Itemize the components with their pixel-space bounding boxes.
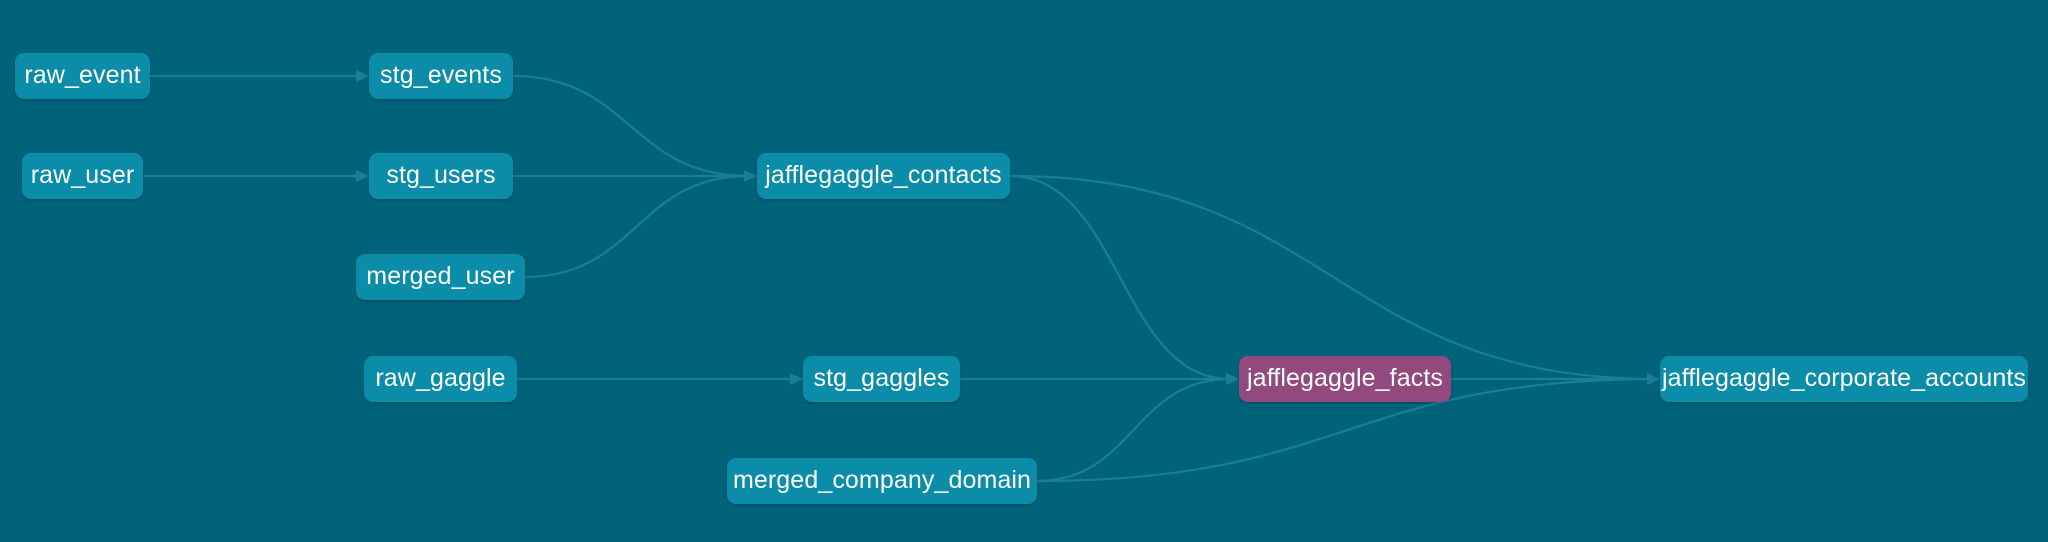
graph-node-label: stg_events (380, 60, 502, 89)
graph-node-raw_gaggle[interactable]: raw_gaggle (364, 356, 517, 402)
graph-node-label: raw_gaggle (375, 363, 506, 392)
graph-edge-arrowhead (356, 170, 369, 182)
graph-node-label: merged_user (366, 261, 515, 290)
graph-node-raw_event[interactable]: raw_event (15, 53, 150, 99)
graph-node-label: jafflegaggle_contacts (765, 160, 1002, 189)
graph-edge-arrowhead (1647, 373, 1660, 385)
graph-node-raw_user[interactable]: raw_user (22, 153, 143, 199)
graph-edge-merged_user-to-jafflegaggle_contacts (523, 174, 750, 279)
graph-node-label: jafflegaggle_corporate_accounts (1662, 363, 2027, 392)
graph-node-jafflegaggle_contacts[interactable]: jafflegaggle_contacts (757, 153, 1010, 199)
graph-node-label: stg_gaggles (813, 363, 950, 392)
graph-edge-arrowhead (744, 170, 757, 182)
graph-node-label: jafflegaggle_facts (1247, 363, 1443, 392)
graph-edge-arrowhead (1226, 373, 1239, 385)
graph-node-label: raw_user (30, 160, 135, 189)
graph-node-merged_user[interactable]: merged_user (356, 254, 525, 300)
graph-node-label: raw_event (24, 60, 141, 89)
graph-edge-arrowhead (790, 373, 803, 385)
graph-node-label: merged_company_domain (732, 465, 1032, 494)
graph-edge-arrowhead (744, 170, 757, 182)
graph-edge-jafflegaggle_contacts-to-jafflegaggle_corporate_accounts (1008, 174, 1660, 381)
graph-edge-jafflegaggle_contacts-to-jafflegaggle_facts (1008, 174, 1232, 381)
graph-node-merged_company_domain[interactable]: merged_company_domain (727, 458, 1037, 504)
graph-edge-arrowhead (1226, 373, 1239, 385)
graph-node-jafflegaggle_corporate_accounts[interactable]: jafflegaggle_corporate_accounts (1660, 356, 2028, 402)
graph-node-jafflegaggle_facts[interactable]: jafflegaggle_facts (1239, 356, 1451, 402)
graph-node-label: stg_users (386, 160, 496, 189)
graph-edge-arrowhead (744, 170, 757, 182)
graph-edge-arrowhead (356, 70, 369, 82)
graph-edge-arrowhead (1226, 373, 1239, 385)
graph-edge-merged_company_domain-to-jafflegaggle_facts (1035, 377, 1232, 483)
graph-node-stg_gaggles[interactable]: stg_gaggles (803, 356, 960, 402)
graph-edge-stg_events-to-jafflegaggle_contacts (511, 74, 750, 178)
graph-node-stg_events[interactable]: stg_events (369, 53, 513, 99)
graph-node-stg_users[interactable]: stg_users (369, 153, 513, 199)
